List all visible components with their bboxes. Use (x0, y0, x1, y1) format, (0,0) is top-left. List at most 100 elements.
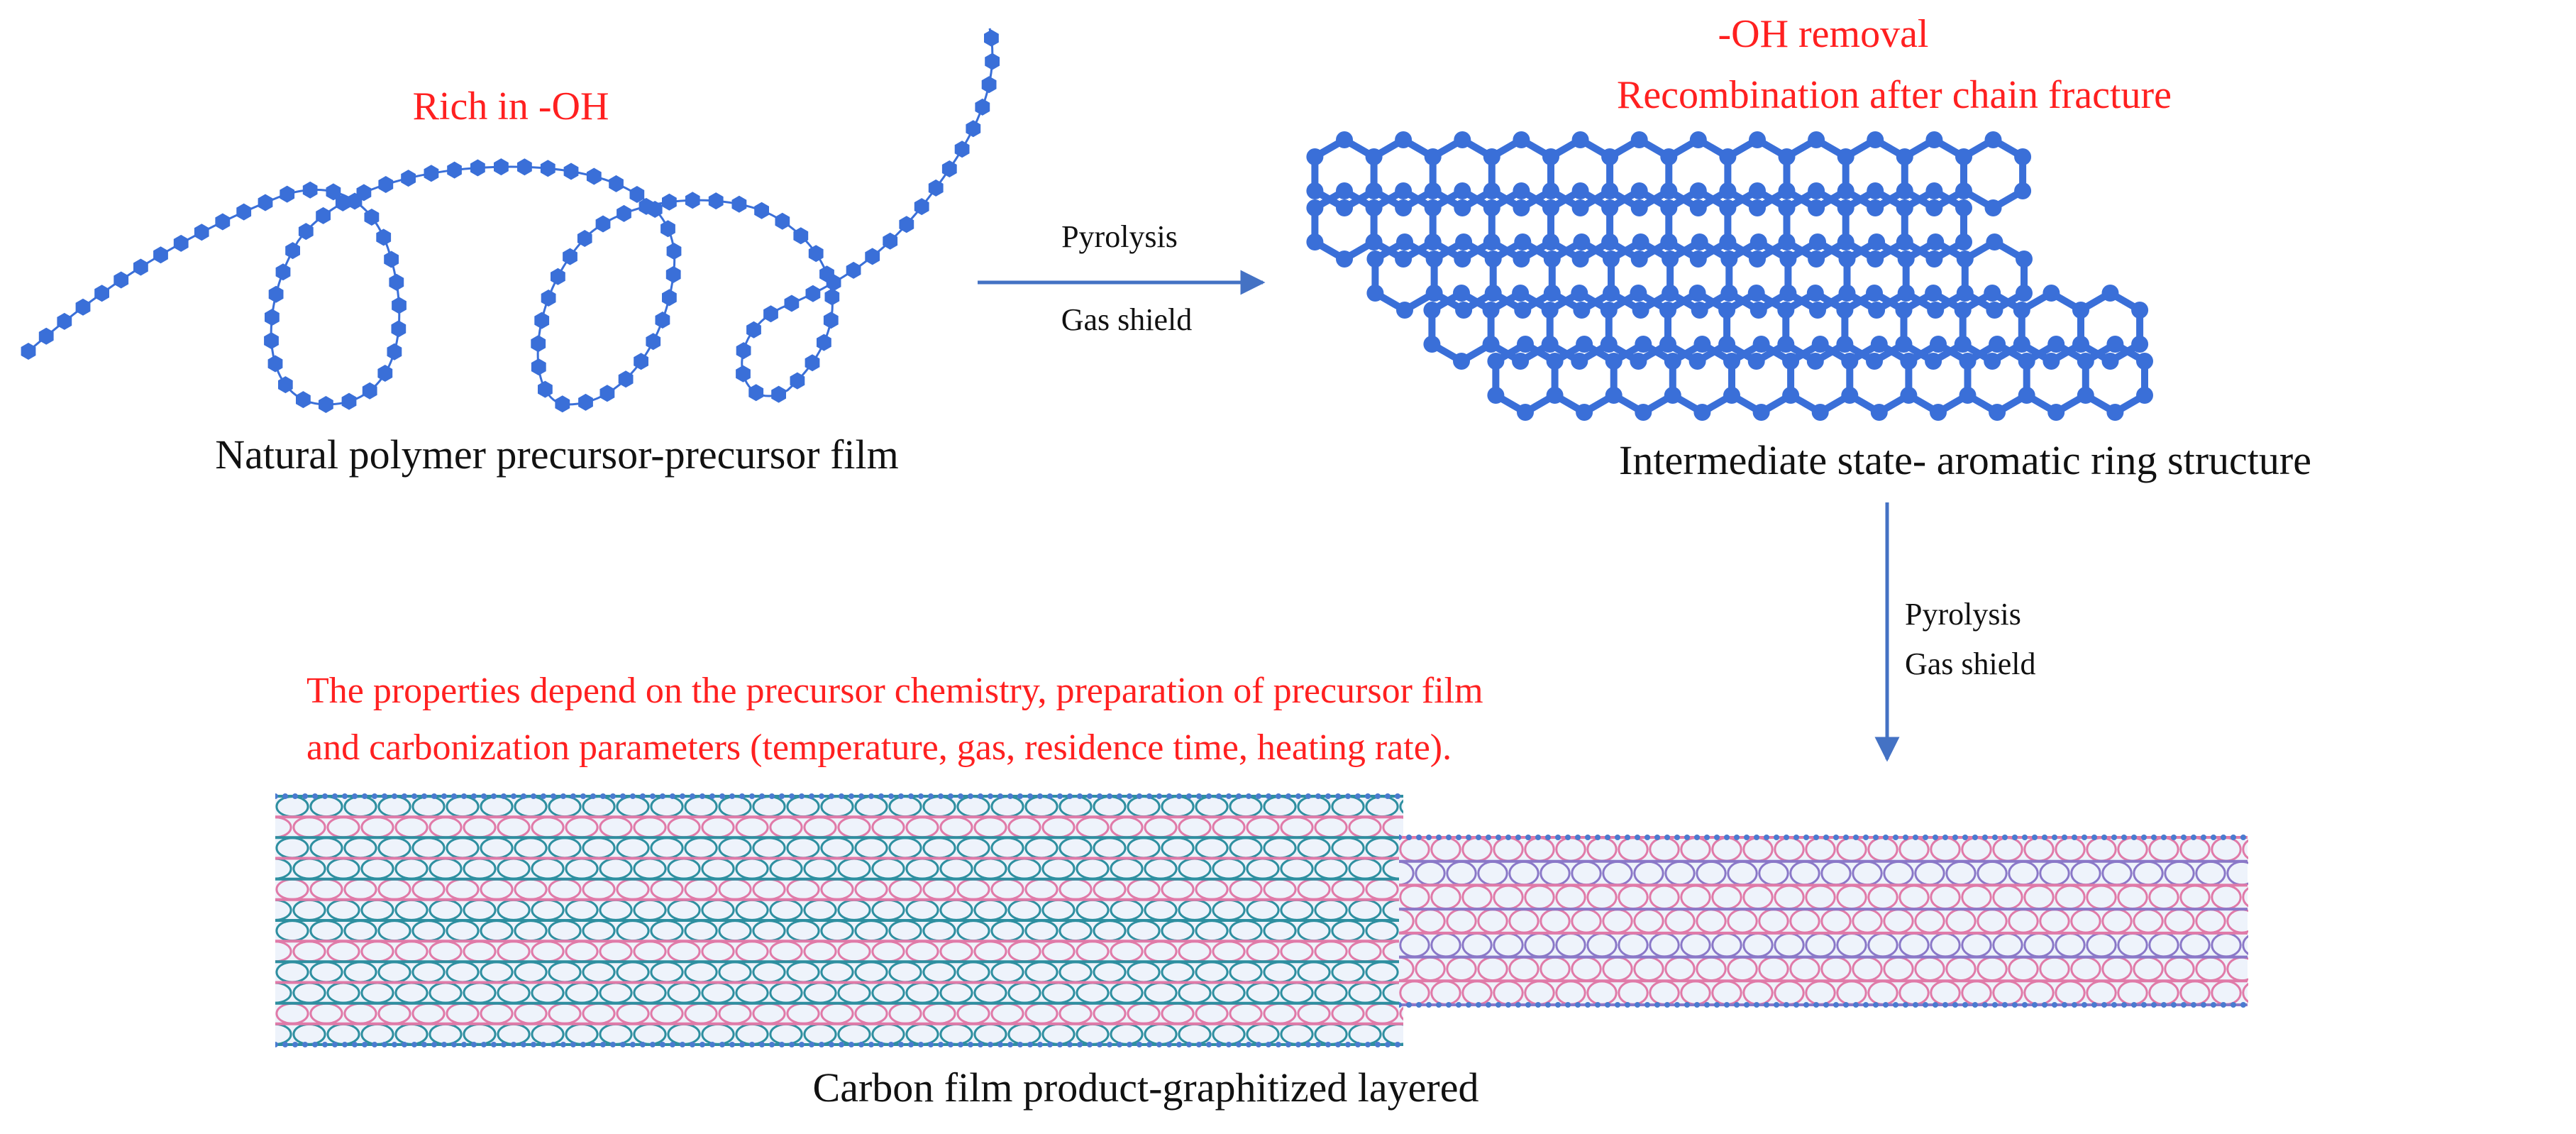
tube-edge-atom (1644, 835, 1650, 840)
tube-edge-atom (501, 1042, 507, 1047)
chain-bead (775, 212, 790, 230)
lattice-atom (1808, 251, 1825, 268)
lattice-atom (1896, 182, 1913, 199)
tube-edge-atom (848, 793, 854, 799)
tube-edge-atom (620, 1042, 626, 1047)
lattice-atom (1806, 353, 1824, 370)
chain-bead (660, 220, 675, 238)
tube-edge-atom (1774, 1002, 1779, 1008)
tube-edge-atom (1436, 835, 1442, 840)
tube-edge-atom (461, 793, 467, 799)
lattice-atom (1752, 404, 1770, 421)
lattice-atom (1836, 336, 1854, 353)
lattice-atom (1749, 131, 1766, 148)
chain-bead (264, 332, 279, 350)
lattice-atom (1366, 285, 1384, 302)
tube-edge-atom (481, 793, 487, 799)
tube-ring (243, 962, 274, 982)
lattice-atom (1660, 182, 1678, 199)
tube-edge-atom (1365, 793, 1371, 799)
tube-edge-atom (560, 793, 566, 799)
tube-edge-atom (2032, 1002, 2038, 1008)
tube-edge-atom (719, 793, 725, 799)
tube-edge-atom (1166, 1042, 1172, 1047)
lattice-atom (1984, 353, 2001, 370)
lattice-atom (1925, 285, 1942, 302)
tube-edge-atom (1496, 835, 1501, 840)
lattice-atom (1546, 387, 1564, 404)
tube-edge-atom (1067, 793, 1073, 799)
tube-edge-atom (1754, 1002, 1759, 1008)
tube-edge-atom (1694, 1002, 1700, 1008)
tube-edge-atom (1565, 835, 1571, 840)
lattice-atom (1453, 285, 1470, 302)
tube-ring (1399, 1006, 1403, 1021)
tube-ring (275, 940, 292, 963)
tube-edge-atom (1724, 835, 1730, 840)
tube-edge-atom (1097, 793, 1102, 799)
graphitized-carbon-film (243, 793, 2248, 1047)
tube-edge-atom (1625, 835, 1630, 840)
chain-bead (914, 198, 929, 216)
lattice-atom (2072, 336, 2089, 353)
tube-edge-atom (1962, 1002, 1968, 1008)
tube-ring (243, 797, 274, 817)
tube-edge-atom (1007, 1042, 1013, 1047)
tube-edge-atom (1992, 1002, 1998, 1008)
lattice-atom (1395, 199, 1413, 216)
chain-bead (57, 312, 72, 330)
tube-edge-atom (2091, 1002, 2097, 1008)
lattice-atom (1601, 148, 1619, 165)
lattice-atom (1482, 302, 1500, 319)
tube-edge-atom (779, 1042, 785, 1047)
tube-edge-atom (1077, 793, 1083, 799)
chain-bead (494, 158, 509, 176)
lattice-atom (1691, 233, 1708, 251)
tube-edge-atom (1276, 1042, 1281, 1047)
tube-edge-atom (1436, 1002, 1442, 1008)
lattice-atom (2013, 336, 2030, 353)
tube-edge-atom (988, 1042, 993, 1047)
lattice-atom (2018, 387, 2035, 404)
lattice-atom (1513, 251, 1530, 268)
tube-edge-atom (2171, 1002, 2177, 1008)
lattice-atom (1512, 285, 1530, 302)
step1-gas-shield-label: Gas shield (1061, 302, 1193, 337)
tube-edge-atom (471, 793, 477, 799)
tube-edge-atom (1256, 793, 1261, 799)
tube-edge-atom (362, 793, 367, 799)
tube-edge-atom (481, 1042, 487, 1047)
tube-edge-atom (1833, 1002, 1839, 1008)
tube-edge-atom (2240, 1002, 2246, 1008)
lattice-atom (1900, 387, 1918, 404)
tube-edge-atom (1176, 793, 1182, 799)
tube-ring (243, 879, 274, 899)
tube-edge-atom (431, 1042, 437, 1047)
lattice-atom (1841, 353, 1859, 370)
chain-bead (563, 248, 577, 265)
lattice-atom (1630, 285, 1647, 302)
chain-bead (296, 391, 311, 409)
lattice-atom (1512, 353, 1530, 370)
tube-edge-atom (908, 793, 914, 799)
lattice-atom (1989, 336, 2006, 353)
lattice-atom (1779, 251, 1797, 268)
tube-edge-atom (441, 793, 447, 799)
tube-edge-atom (858, 793, 864, 799)
lattice-atom (1896, 148, 1913, 165)
tube-edge-atom (1585, 1002, 1591, 1008)
tube-edge-atom (491, 793, 497, 799)
tube-edge-atom (1266, 1042, 1271, 1047)
lattice-atom (1867, 199, 1884, 216)
lattice-atom (1482, 336, 1500, 353)
chain-bead (470, 159, 485, 177)
tube-edge-atom (372, 793, 377, 799)
chain-bead (534, 312, 550, 329)
chain-bead (793, 227, 809, 245)
lattice-atom (1777, 302, 1795, 319)
tube-edge-atom (1446, 835, 1452, 840)
tube-edge-atom (1734, 835, 1740, 840)
lattice-atom (2016, 285, 2033, 302)
lattice-atom (1664, 353, 1681, 370)
tube-edge-atom (1027, 1042, 1033, 1047)
